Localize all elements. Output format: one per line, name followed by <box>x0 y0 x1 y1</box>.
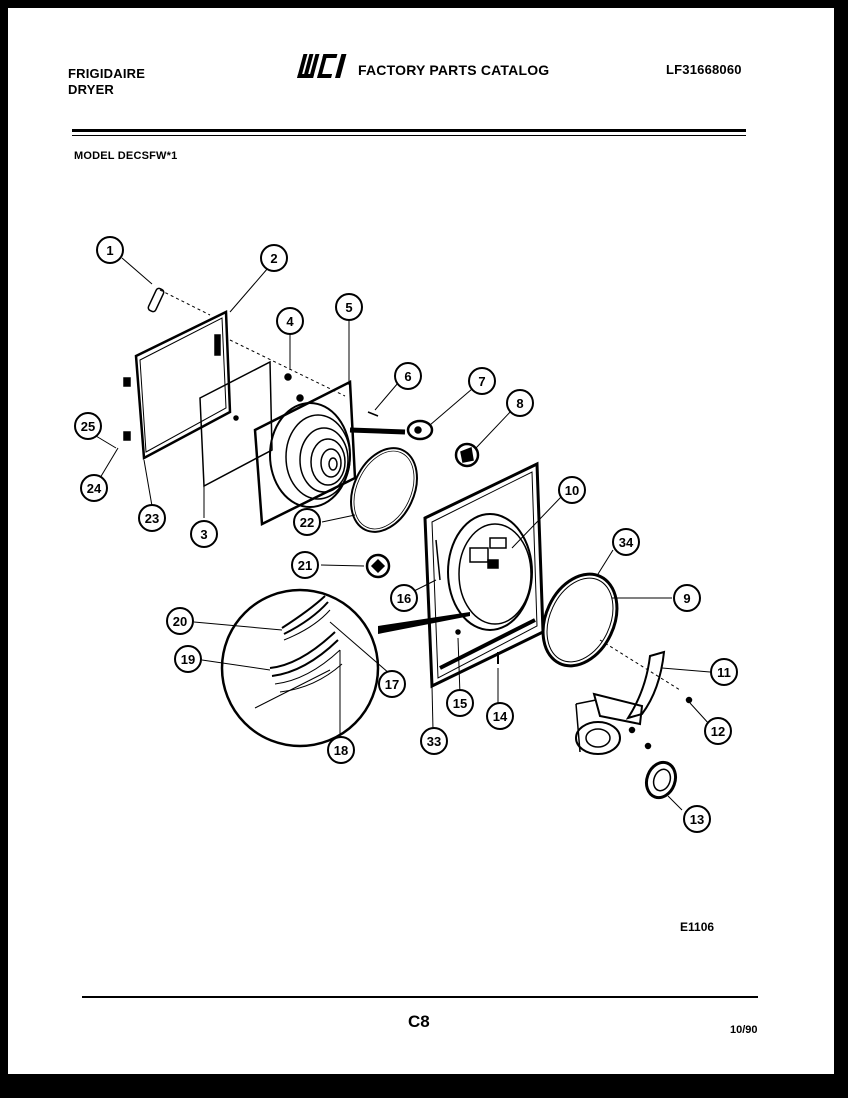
part-2-door-panel <box>123 310 232 461</box>
callout-25: 25 <box>74 412 102 440</box>
part-5-inner-door <box>253 380 406 526</box>
callout-21: 21 <box>291 551 319 579</box>
svg-text:24: 24 <box>87 481 102 496</box>
svg-text:19: 19 <box>181 652 195 667</box>
revision-date: 10/90 <box>730 1024 758 1036</box>
svg-text:8: 8 <box>516 396 523 411</box>
svg-text:11: 11 <box>717 665 731 680</box>
svg-text:17: 17 <box>385 677 399 692</box>
svg-text:6: 6 <box>404 369 411 384</box>
page-code: C8 <box>408 1012 430 1031</box>
svg-text:4: 4 <box>286 314 294 329</box>
svg-text:9: 9 <box>683 591 690 606</box>
figure-code: E1106 <box>680 920 715 934</box>
callout-6: 6 <box>394 362 422 390</box>
callout-19: 19 <box>174 645 202 673</box>
part-12-screw <box>685 696 693 704</box>
part-1-hinge <box>147 287 211 316</box>
svg-text:25: 25 <box>81 419 95 434</box>
svg-text:14: 14 <box>493 709 508 724</box>
detail-magnifier <box>220 588 380 748</box>
callout-20: 20 <box>166 607 194 635</box>
svg-text:23: 23 <box>145 511 159 526</box>
part-11-lint-duct <box>575 650 666 755</box>
catalog-number: LF31668060 <box>666 62 742 77</box>
svg-text:2: 2 <box>270 251 277 266</box>
svg-text:18: 18 <box>334 743 348 758</box>
callout-12: 12 <box>704 717 732 745</box>
callout-13: 13 <box>683 805 711 833</box>
part-4-screw <box>284 373 304 402</box>
svg-text:16: 16 <box>397 591 411 606</box>
callout-2: 2 <box>260 244 288 272</box>
product-type: DRYER <box>68 82 115 97</box>
callout-22: 22 <box>293 508 321 536</box>
part-22-door-seal <box>350 447 418 533</box>
callout-10: 10 <box>558 476 586 504</box>
exploded-parts-diagram: 1 2 4 5 6 7 8 25 24 23 3 22 10 34 21 16 … <box>74 236 738 833</box>
callout-18: 18 <box>327 736 355 764</box>
footer-rule <box>82 996 758 998</box>
callout-34: 34 <box>612 528 640 556</box>
callout-11: 11 <box>710 658 738 686</box>
brand-name: FRIGIDAIRE <box>68 66 146 81</box>
svg-text:21: 21 <box>298 558 312 573</box>
part-6-pin <box>367 411 379 417</box>
part-7-latch <box>406 419 434 441</box>
svg-text:3: 3 <box>200 527 207 542</box>
callout-5: 5 <box>335 293 363 321</box>
callout-14: 14 <box>486 702 514 730</box>
model-number: MODEL DECSFW*1 <box>74 150 178 162</box>
svg-text:1: 1 <box>106 243 113 258</box>
svg-text:13: 13 <box>690 812 704 827</box>
wci-logo <box>297 54 347 78</box>
callout-33: 33 <box>420 727 448 755</box>
svg-text:33: 33 <box>427 734 441 749</box>
callout-4: 4 <box>276 307 304 335</box>
callout-7: 7 <box>468 367 496 395</box>
svg-text:12: 12 <box>711 724 725 739</box>
header-rule-thick <box>72 129 746 132</box>
callout-17: 17 <box>378 670 406 698</box>
part-9-front-seal <box>541 572 681 691</box>
part-33-front-panel <box>423 461 545 689</box>
callout-16: 16 <box>390 584 418 612</box>
svg-text:22: 22 <box>300 515 314 530</box>
callout-3: 3 <box>190 520 218 548</box>
callout-1: 1 <box>96 236 124 264</box>
svg-text:5: 5 <box>345 300 352 315</box>
header-rule-thin <box>72 135 746 136</box>
part-13-bearing <box>644 760 678 800</box>
catalog-page: FRIGIDAIRE DRYER FACTORY PARTS CATALOG L… <box>8 8 834 1074</box>
callout-8: 8 <box>506 389 534 417</box>
callout-15: 15 <box>446 689 474 717</box>
catalog-title: FACTORY PARTS CATALOG <box>358 62 550 78</box>
part-3-door-liner <box>199 339 346 488</box>
svg-text:10: 10 <box>565 483 579 498</box>
svg-text:15: 15 <box>453 696 467 711</box>
part-8-catch <box>454 442 480 468</box>
svg-text:7: 7 <box>478 374 485 389</box>
callout-24: 24 <box>80 474 108 502</box>
svg-text:34: 34 <box>619 535 634 550</box>
callout-23: 23 <box>138 504 166 532</box>
callout-9: 9 <box>673 584 701 612</box>
part-21-grommet <box>365 553 391 579</box>
svg-text:20: 20 <box>173 614 187 629</box>
